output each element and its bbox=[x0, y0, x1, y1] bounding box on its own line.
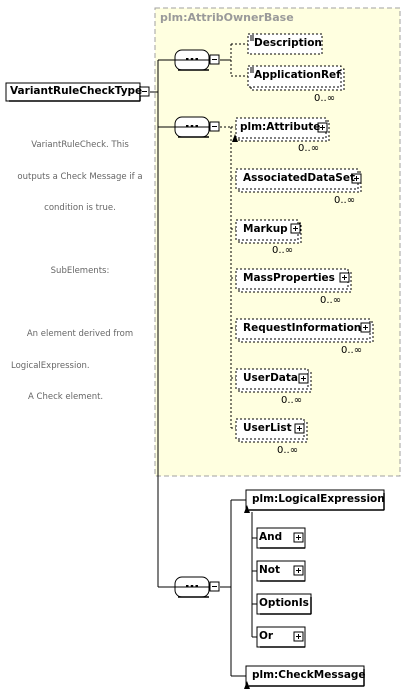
doc-line: outputs a Check Message if a bbox=[17, 171, 143, 182]
markup-element-box[interactable] bbox=[235, 219, 302, 244]
markup-occurs: 0..∞ bbox=[272, 245, 294, 256]
logical-expression-element-box[interactable] bbox=[244, 489, 385, 513]
doc-line: VariantRuleCheck. This bbox=[31, 140, 129, 150]
check-message-label[interactable]: plm:CheckMessage bbox=[252, 669, 366, 681]
group-title: plm:AttribOwnerBase bbox=[160, 11, 294, 24]
seq1-connectors bbox=[220, 43, 248, 77]
doc-line: condition is true. bbox=[44, 203, 116, 213]
sequence-2-collapse-toggle[interactable] bbox=[209, 121, 220, 132]
application-ref-element-box[interactable] bbox=[247, 65, 345, 91]
mass-properties-expand-toggle[interactable] bbox=[339, 272, 350, 283]
option-is-element-box[interactable] bbox=[256, 593, 312, 615]
sequence-3-collapse-toggle[interactable] bbox=[209, 581, 220, 592]
seq2-connectors bbox=[220, 126, 236, 429]
application-ref-label[interactable]: ApplicationRef bbox=[254, 69, 341, 81]
check-message-element-box[interactable] bbox=[244, 665, 365, 689]
and-element-box[interactable] bbox=[256, 527, 306, 549]
mass-properties-element-box[interactable] bbox=[235, 268, 352, 293]
user-data-element-box[interactable] bbox=[235, 368, 312, 393]
logical-expression-label[interactable]: plm:LogicalExpression bbox=[252, 493, 385, 505]
mass-properties-label[interactable]: MassProperties bbox=[243, 272, 335, 284]
associated-data-set-expand-toggle[interactable] bbox=[351, 173, 362, 184]
description-label[interactable]: Description bbox=[254, 37, 322, 49]
root-collapse-toggle[interactable] bbox=[139, 86, 150, 97]
application-ref-occurs: 0..∞ bbox=[314, 93, 336, 104]
main-seq-connectors bbox=[220, 499, 257, 677]
sequence-1-collapse-toggle[interactable] bbox=[209, 54, 220, 65]
not-element-box[interactable] bbox=[256, 560, 306, 582]
markup-label[interactable]: Markup bbox=[243, 223, 288, 235]
sequence-compositor-2[interactable] bbox=[174, 116, 210, 138]
option-is-label[interactable]: OptionIs bbox=[259, 597, 309, 609]
doc-line bbox=[10, 298, 150, 309]
doc-line: A Check element. bbox=[28, 392, 104, 402]
sequence-compositor-3[interactable] bbox=[174, 576, 210, 598]
request-information-occurs: 0..∞ bbox=[341, 345, 363, 356]
attribute-expand-toggle[interactable] bbox=[317, 122, 328, 133]
attribute-ref-marker bbox=[232, 134, 238, 142]
and-expand-toggle[interactable] bbox=[293, 532, 304, 543]
not-expand-toggle[interactable] bbox=[293, 565, 304, 576]
user-data-expand-toggle[interactable] bbox=[298, 373, 309, 384]
description-element-box[interactable] bbox=[247, 33, 323, 55]
doc-line bbox=[10, 235, 150, 246]
attribute-occurs: 0..∞ bbox=[298, 143, 320, 154]
attribute-element-box[interactable] bbox=[235, 117, 330, 142]
documentation-text: VariantRuleCheck. This outputs a Check M… bbox=[10, 119, 150, 413]
user-list-label[interactable]: UserList bbox=[243, 422, 292, 434]
not-label[interactable]: Not bbox=[259, 564, 281, 576]
root-connectors bbox=[150, 59, 175, 588]
request-information-element-box[interactable] bbox=[235, 318, 374, 343]
or-label[interactable]: Or bbox=[259, 630, 274, 642]
user-list-element-box[interactable] bbox=[235, 418, 308, 443]
or-element-box[interactable] bbox=[256, 626, 306, 648]
doc-line: SubElements: bbox=[50, 266, 110, 276]
user-list-occurs: 0..∞ bbox=[277, 445, 299, 456]
root-element-label[interactable]: VariantRuleCheckType bbox=[10, 85, 143, 97]
attribute-label[interactable]: plm:Attribute bbox=[240, 121, 321, 133]
and-label[interactable]: And bbox=[259, 531, 283, 543]
associated-data-set-label[interactable]: AssociatedDataSet bbox=[243, 172, 356, 184]
user-data-label[interactable]: UserData bbox=[243, 372, 298, 384]
sequence-compositor-1[interactable] bbox=[174, 49, 210, 71]
or-expand-toggle[interactable] bbox=[293, 631, 304, 642]
user-data-occurs: 0..∞ bbox=[281, 395, 303, 406]
request-information-label[interactable]: RequestInformation bbox=[243, 322, 362, 334]
doc-line: An element derived from bbox=[26, 329, 134, 339]
associated-data-set-element-box[interactable] bbox=[235, 168, 362, 193]
user-list-expand-toggle[interactable] bbox=[294, 423, 305, 434]
doc-line: LogicalExpression. bbox=[11, 360, 90, 371]
associated-data-set-occurs: 0..∞ bbox=[334, 195, 356, 206]
mass-properties-occurs: 0..∞ bbox=[320, 295, 342, 306]
markup-expand-toggle[interactable] bbox=[290, 223, 301, 234]
request-information-expand-toggle[interactable] bbox=[360, 322, 371, 333]
